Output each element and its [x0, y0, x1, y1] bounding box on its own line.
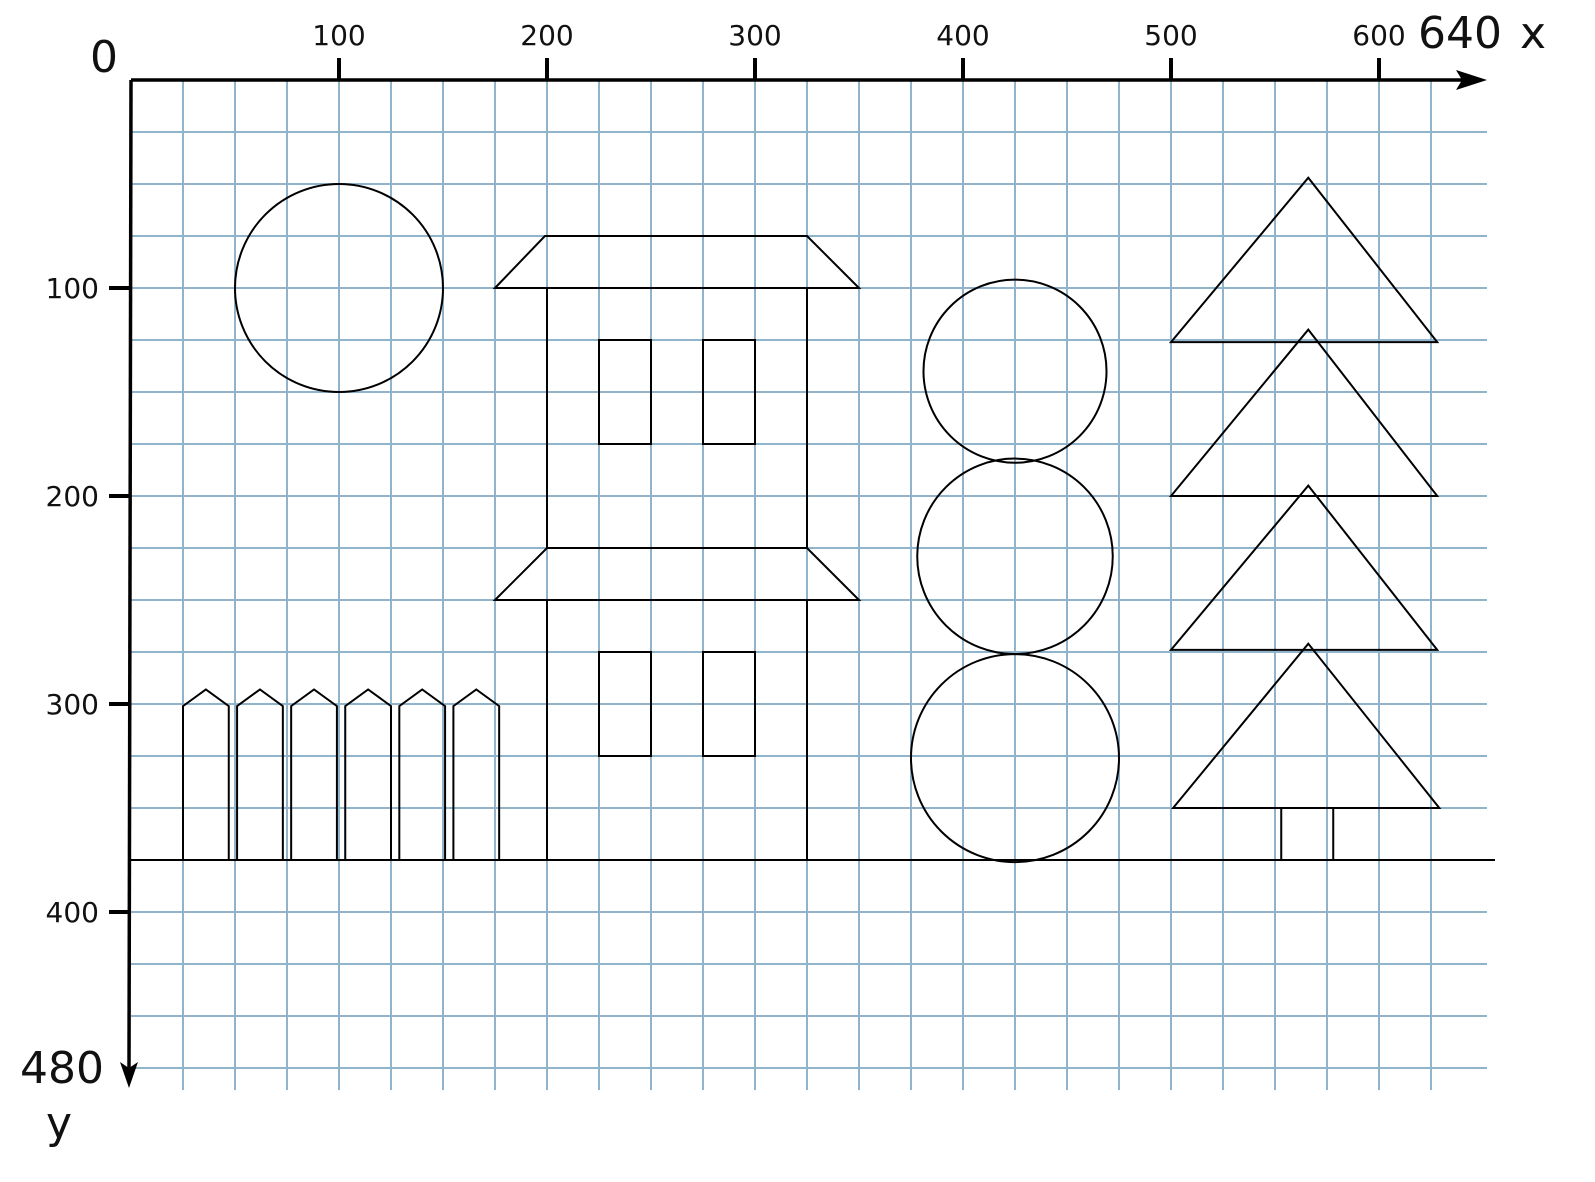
- y-axis-line: [129, 80, 131, 1070]
- fence-picket: [183, 689, 229, 860]
- origin-label: 0: [90, 32, 118, 83]
- fence-picket: [237, 689, 283, 860]
- fence-picket: [399, 689, 445, 860]
- x-tick-label: 100: [312, 19, 365, 52]
- y-axis-name: y: [46, 1098, 72, 1149]
- x-tick-label: 600: [1352, 19, 1405, 52]
- fence-picket: [291, 689, 337, 860]
- x-tick-label: 300: [728, 19, 781, 52]
- house-lower-roof: [495, 548, 859, 600]
- house-upper-roof: [495, 236, 859, 288]
- y-axis-end-label: 480: [20, 1043, 104, 1094]
- x-tick-label: 400: [936, 19, 989, 52]
- house-lower-floor: [547, 600, 807, 860]
- tree-trunk: [1281, 808, 1333, 860]
- x-tick-label: 500: [1144, 19, 1197, 52]
- x-axis-end-label: 640: [1418, 8, 1502, 59]
- scene: [183, 178, 1439, 862]
- tree-tier-triangle: [1173, 644, 1439, 808]
- x-tick-label: 200: [520, 19, 573, 52]
- y-tick-label: 300: [46, 688, 99, 721]
- house-upper-floor: [547, 288, 807, 548]
- tree-tier-triangle: [1171, 330, 1437, 496]
- x-axis-name: x: [1520, 8, 1546, 59]
- y-tick-label: 100: [46, 272, 99, 305]
- fence-picket: [453, 689, 499, 860]
- tree-tier-triangle: [1171, 486, 1437, 650]
- y-ticks: 100 200 300 400: [46, 272, 131, 929]
- x-ticks: 100 200 300 400 500 600: [312, 19, 1405, 80]
- tree-tier-triangle: [1171, 178, 1437, 342]
- y-tick-label: 400: [46, 896, 99, 929]
- fence-picket: [345, 689, 391, 860]
- y-tick-label: 200: [46, 480, 99, 513]
- grid: [131, 80, 1487, 1090]
